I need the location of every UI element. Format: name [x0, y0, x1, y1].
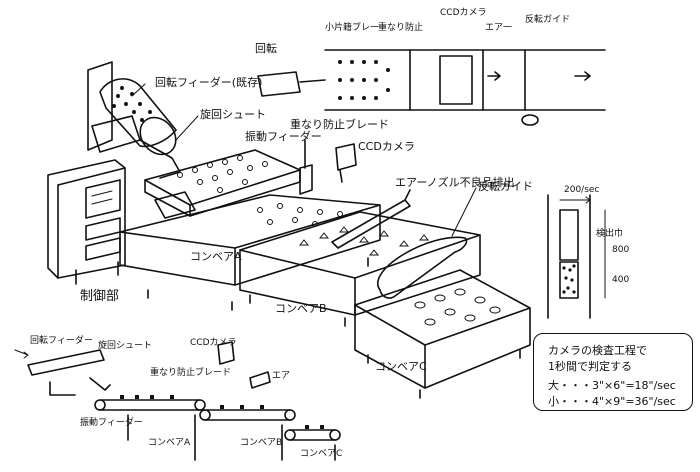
- note-line-1: カメラの検査工程で: [548, 344, 647, 357]
- label-ccd-camera: CCDカメラ: [358, 140, 415, 153]
- reverse-guide: [377, 236, 468, 299]
- inset-label-reverse: 反転ガイド: [525, 14, 570, 25]
- label-reverse-guide: 反転ガイド: [478, 180, 533, 193]
- dimension-inset: 200/sec 800 400 検出巾: [547, 185, 629, 319]
- label-conveyor-c: コンベアC: [375, 360, 427, 373]
- side-label-conv-b: コンベアB: [240, 438, 282, 448]
- side-label-air: エア: [272, 371, 290, 381]
- note-line-3: 大・・・3"×6"=18"/sec: [548, 379, 676, 392]
- label-rotary-feeder: 回転フィーダー(既存): [155, 75, 262, 89]
- label-swirl-chute: 旋回シュート: [200, 107, 266, 121]
- dim-400: 400: [612, 275, 629, 285]
- conveyor-c: [354, 269, 531, 399]
- label-conveyor-b: コンベアB: [275, 302, 327, 315]
- inset-label-rotation: 回転: [255, 42, 277, 55]
- conveyor-b: [239, 211, 481, 327]
- note-line-2: 1秒間で判定する: [548, 360, 632, 373]
- inset-plan-view: 回転 小片籍ブレ一 重なり防止 CCDカメラ エア一 反転ガイド: [255, 7, 606, 126]
- inset-label-overlap: 重なり防止: [378, 21, 423, 33]
- side-label-ccd: CCDカメラ: [190, 337, 237, 348]
- label-conveyor-a: コンベアA: [190, 250, 242, 263]
- ccd-camera: [335, 143, 357, 183]
- air-nozzle: [331, 189, 411, 249]
- side-label-conv-c: コンベアC: [300, 449, 342, 459]
- side-label-rotary: 回転フィーダー: [30, 334, 93, 346]
- inset-label-ccd: CCDカメラ: [440, 7, 487, 18]
- side-view: 回転フィーダー 旋回シュート 振動フィーダー 重なり防止ブレード CCDカメラ …: [14, 334, 342, 461]
- overlap-blade: [299, 139, 313, 195]
- inset-label-air: エア一: [485, 23, 512, 33]
- note-box: [533, 333, 693, 411]
- inset-label-small-feeder: 小片籍ブレ一: [325, 21, 379, 33]
- side-label-overlap: 重なり防止ブレード: [150, 366, 231, 378]
- conveyor-a: [119, 194, 381, 311]
- dim-speed: 200/sec: [564, 185, 599, 195]
- rotary-feeder: [87, 61, 181, 179]
- dim-800: 800: [612, 245, 629, 255]
- vibrating-feeder: [144, 149, 301, 219]
- side-label-vib: 振動フィーダー: [80, 416, 143, 428]
- side-label-conv-a: コンベアA: [148, 438, 191, 448]
- label-overlap-blade: 重なり防止ブレード: [290, 117, 389, 131]
- control-cabinet: [47, 159, 126, 285]
- label-vibrating-feeder: 振動フィーダー: [245, 129, 322, 143]
- side-label-chute: 旋回シュート: [98, 339, 152, 351]
- main-labels: 回転フィーダー(既存) 旋回シュート 振動フィーダー 重なり防止ブレード CCD…: [80, 75, 533, 373]
- label-control-unit: 制御部: [80, 289, 119, 304]
- label-air-nozzle: エアーノズル不良品排出: [395, 175, 515, 189]
- dim-side-label: 検出巾: [596, 227, 623, 239]
- note-line-4: 小・・・4"×9"=36"/sec: [548, 395, 676, 408]
